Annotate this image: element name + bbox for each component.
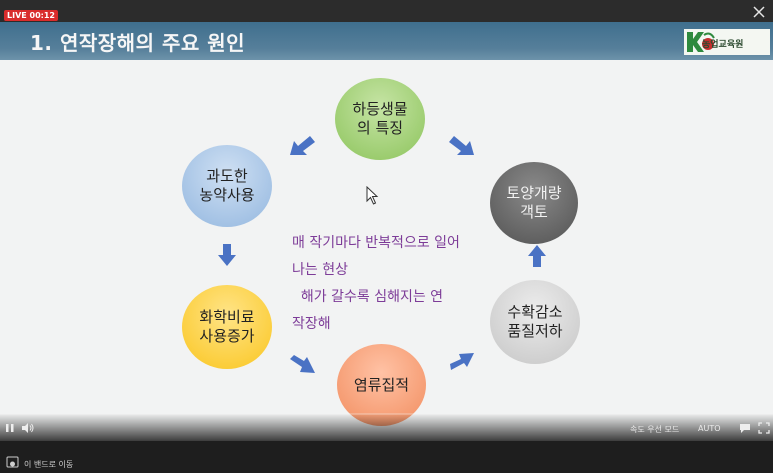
close-icon[interactable]: [752, 5, 766, 19]
fullscreen-icon[interactable]: [758, 422, 770, 434]
cause-circle-salt-accumulation: 염류집적: [337, 344, 426, 426]
arrow-icon: [290, 136, 315, 155]
cause-circle-fertilizer-increase: 화학비료 사용증가: [182, 285, 272, 369]
slide-header: 1. 연작장해의 주요 원인 농업교육원: [0, 22, 773, 60]
chat-icon[interactable]: [739, 422, 751, 434]
player-controls: 속도 우선 모드 AUTO: [0, 413, 773, 441]
video-area[interactable]: 1. 연작장해의 주요 원인 농업교육원 하등생물 의 특징 과도한 농약사용 …: [0, 0, 773, 441]
center-description: 매 작기마다 반복적으로 일어 나는 현상 해가 갈수록 심해지는 연 작장해: [292, 230, 502, 338]
logo-icon: [684, 29, 770, 55]
arrow-up-icon: [528, 245, 546, 267]
pause-icon[interactable]: [5, 423, 15, 433]
bottom-bar: 이 밴드로 이동: [0, 441, 773, 473]
arrow-icon: [449, 136, 474, 155]
slide-title: 1. 연작장해의 주요 원인: [30, 31, 246, 55]
live-badge: LIVE 00:12: [4, 10, 58, 21]
arrow-down-icon: [218, 244, 236, 266]
cause-circle-soil-improvement: 토양개량 객토: [490, 162, 578, 244]
logo: 농업교육원: [684, 26, 770, 56]
cause-circle-pesticide-overuse: 과도한 농약사용: [182, 145, 272, 227]
volume-icon[interactable]: [21, 422, 35, 434]
arrow-icon: [450, 353, 474, 370]
band-icon[interactable]: [6, 456, 20, 469]
arrow-icon: [290, 355, 315, 373]
logo-text: 농업교육원: [702, 40, 744, 50]
center-line: 작장해: [292, 316, 331, 332]
cause-circle-yield-decrease: 수확감소 품질저하: [490, 280, 580, 364]
center-line: 나는 현상: [292, 262, 348, 278]
quality-button[interactable]: AUTO: [698, 424, 721, 433]
mouse-cursor-icon: [366, 186, 379, 205]
center-line: 매 작기마다 반복적으로 일어: [292, 235, 460, 251]
speed-mode-button[interactable]: 속도 우선 모드: [630, 425, 680, 434]
lecture-slide: 1. 연작장해의 주요 원인 농업교육원 하등생물 의 특징 과도한 농약사용 …: [0, 22, 773, 441]
go-to-band-link[interactable]: 이 밴드로 이동: [24, 460, 74, 469]
center-line: 해가 갈수록 심해지는 연: [292, 289, 444, 305]
cause-circle-lower-organisms: 하등생물 의 특징: [335, 78, 425, 160]
